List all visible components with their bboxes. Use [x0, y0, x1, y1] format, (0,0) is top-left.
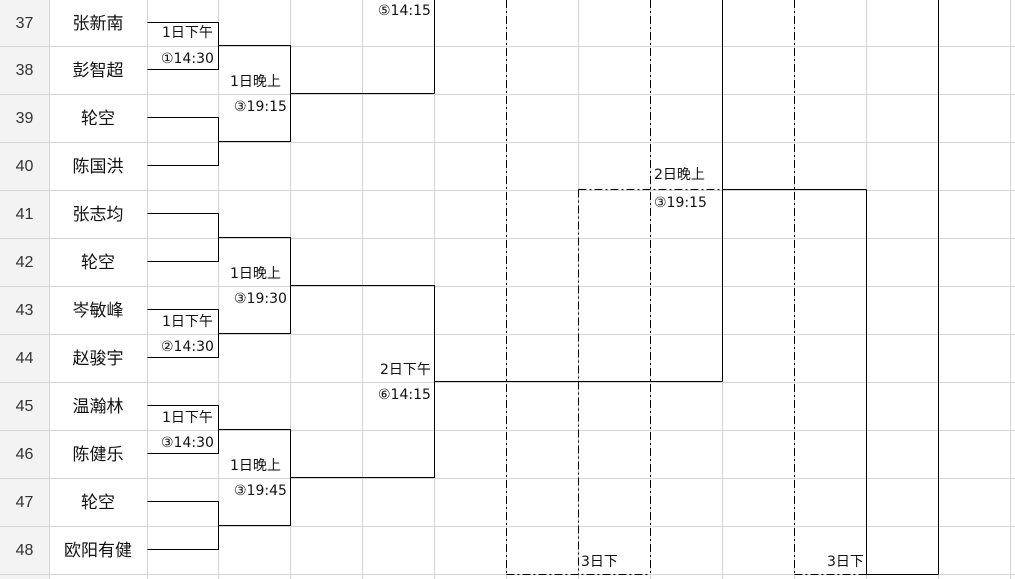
match-day-label[interactable]: 2日晚上 — [653, 166, 706, 184]
row-number[interactable]: 44 — [15, 350, 34, 367]
row-gridline — [0, 46, 1015, 47]
row-gridline — [0, 190, 1015, 191]
match-day-label[interactable]: 2日下午 — [379, 361, 432, 379]
match-day-label[interactable]: 1日下午 — [161, 313, 214, 331]
row-gridline — [0, 286, 1015, 287]
row-gridline — [0, 238, 1015, 239]
row-number[interactable]: 42 — [15, 254, 34, 271]
player-name-cell[interactable]: 赵骏宇 — [72, 349, 124, 369]
row-number[interactable]: 43 — [15, 302, 34, 319]
row-number[interactable]: 39 — [15, 110, 34, 127]
player-name-cell[interactable]: 张新南 — [72, 14, 124, 34]
player-name-cell[interactable]: 温瀚林 — [72, 397, 124, 417]
match-day-label[interactable]: 1日晚上 — [229, 265, 282, 283]
player-name-cell[interactable]: 陈健乐 — [72, 445, 124, 465]
bracket-line — [147, 117, 219, 166]
row-gridline — [0, 142, 1015, 143]
row-header-column — [0, 0, 49, 579]
column-gridline — [49, 0, 50, 579]
column-gridline — [147, 0, 148, 579]
row-number[interactable]: 37 — [15, 15, 34, 32]
row-gridline — [0, 430, 1015, 431]
player-name-cell[interactable]: 欧阳有健 — [64, 541, 132, 561]
match-time-label[interactable]: ③14:30 — [160, 434, 215, 452]
match-day-label[interactable]: 1日下午 — [161, 409, 214, 427]
bracket-line — [147, 501, 219, 550]
bracket-line — [218, 237, 291, 334]
match-time-label[interactable]: ②14:30 — [160, 338, 215, 356]
player-name-cell[interactable]: 陈国洪 — [72, 157, 124, 177]
bracket-line — [147, 309, 219, 358]
match-time-label[interactable]: ③19:15 — [653, 194, 708, 212]
column-gridline — [362, 0, 363, 579]
bracket-line — [147, 213, 219, 262]
row-gridline — [0, 382, 1015, 383]
bracket-line — [218, 45, 291, 142]
match-day-label[interactable]: 1日下午 — [161, 24, 214, 42]
row-number[interactable]: 45 — [15, 398, 34, 415]
row-number[interactable]: 47 — [15, 494, 34, 511]
row-gridline — [0, 334, 1015, 335]
player-name-cell[interactable]: 张志均 — [72, 205, 124, 225]
column-gridline — [1010, 0, 1011, 579]
bracket-line — [290, 285, 435, 478]
match-time-label[interactable]: ③19:15 — [233, 98, 288, 116]
row-gridline — [0, 94, 1015, 95]
player-name-cell[interactable]: 轮空 — [81, 253, 115, 273]
row-number[interactable]: 48 — [15, 542, 34, 559]
player-name-cell[interactable]: 彭智超 — [72, 61, 124, 81]
row-number[interactable]: 40 — [15, 158, 34, 175]
row-number[interactable]: 41 — [15, 206, 34, 223]
match-day-label[interactable]: 3日下 — [580, 553, 619, 571]
player-name-cell[interactable]: 轮空 — [81, 109, 115, 129]
match-time-label[interactable]: ⑥14:15 — [377, 386, 432, 404]
match-time-label[interactable]: ③19:30 — [233, 290, 288, 308]
match-time-label[interactable]: ⑤14:15 — [377, 2, 432, 20]
bracket-line — [218, 429, 291, 526]
match-day-label[interactable]: 3日下 — [826, 553, 865, 571]
player-name-cell[interactable]: 岑敏峰 — [72, 301, 124, 321]
player-name-cell[interactable]: 轮空 — [81, 493, 115, 513]
match-day-label[interactable]: 1日晚上 — [229, 73, 282, 91]
column-gridline — [218, 0, 219, 579]
row-gridline — [0, 478, 1015, 479]
row-number[interactable]: 46 — [15, 446, 34, 463]
match-time-label[interactable]: ③19:45 — [233, 482, 288, 500]
match-day-label[interactable]: 1日晚上 — [229, 457, 282, 475]
row-gridline — [0, 526, 1015, 527]
match-time-label[interactable]: ①14:30 — [160, 50, 215, 68]
row-number[interactable]: 38 — [15, 62, 34, 79]
